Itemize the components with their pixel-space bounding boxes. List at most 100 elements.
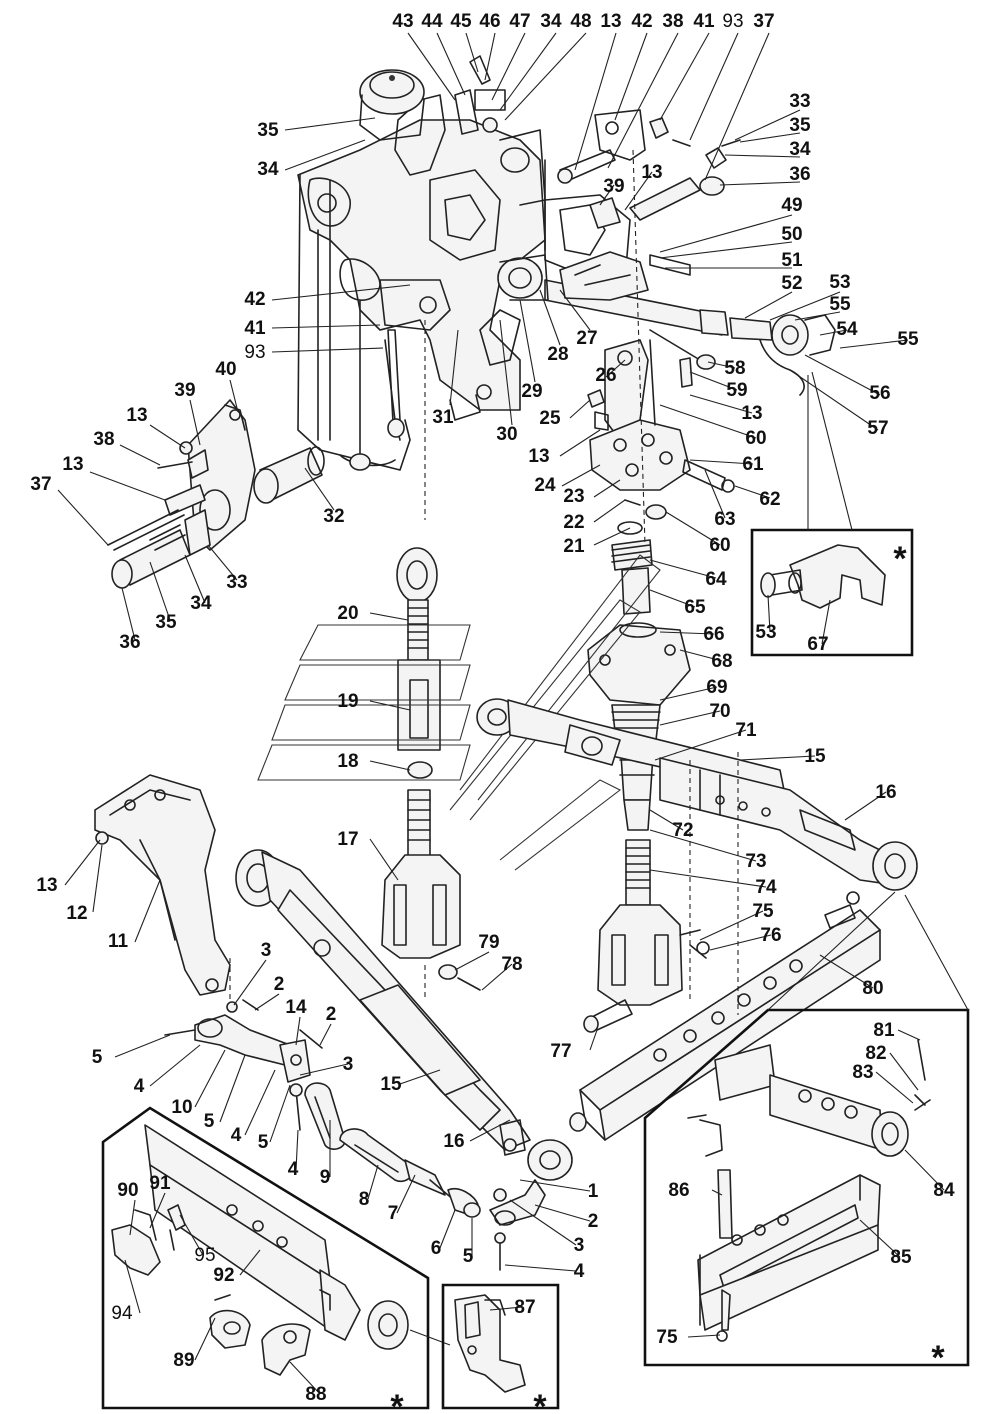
part-label-17: 17 <box>337 829 358 850</box>
part-label-8: 8 <box>359 1189 370 1210</box>
part-label-13: 13 <box>126 405 147 426</box>
part-label-34: 34 <box>540 11 562 32</box>
part-label-35: 35 <box>155 612 177 633</box>
part-label-36: 36 <box>119 632 140 653</box>
part-label-16: 16 <box>443 1131 464 1152</box>
cross-shaft <box>497 251 836 396</box>
part-label-49: 49 <box>781 195 802 216</box>
part-label-25: 25 <box>539 408 561 429</box>
part-label-6: 6 <box>431 1238 442 1259</box>
part-label-13: 13 <box>36 875 57 896</box>
part-label-93: 93 <box>722 11 743 32</box>
part-label-41: 41 <box>244 318 266 339</box>
part-label-69: 69 <box>706 677 727 698</box>
part-label-13: 13 <box>62 454 83 475</box>
part-label-56: 56 <box>869 383 890 404</box>
part-label-32: 32 <box>323 506 344 527</box>
leader-lines <box>57 32 945 1395</box>
part-label-52: 52 <box>781 273 802 294</box>
part-label-31: 31 <box>432 407 454 428</box>
inset-drawbar-swing <box>643 891 970 1367</box>
part-label-34: 34 <box>257 159 279 180</box>
part-label-72: 72 <box>672 820 693 841</box>
part-label-44: 44 <box>421 11 443 32</box>
part-label-64: 64 <box>705 569 727 590</box>
inset-quick-coupler <box>101 1106 451 1410</box>
part-label-41: 41 <box>693 11 715 32</box>
part-label-33: 33 <box>789 91 810 112</box>
top-link <box>381 547 481 991</box>
part-label-39: 39 <box>174 380 195 401</box>
part-label-3: 3 <box>343 1054 354 1075</box>
part-label-88: 88 <box>305 1384 326 1405</box>
inset-hook-lower <box>441 1283 560 1410</box>
part-label-39: 39 <box>603 176 624 197</box>
part-label-21: 21 <box>563 536 585 557</box>
part-label-93: 93 <box>244 342 265 363</box>
part-label-9: 9 <box>320 1167 331 1188</box>
part-label-5: 5 <box>204 1111 215 1132</box>
asterisk-marker: * <box>533 1388 547 1414</box>
part-label-77: 77 <box>550 1041 571 1062</box>
part-label-84: 84 <box>933 1180 955 1201</box>
part-label-42: 42 <box>244 289 265 310</box>
part-label-19: 19 <box>337 691 358 712</box>
part-label-46: 46 <box>479 11 500 32</box>
part-label-94: 94 <box>111 1303 133 1324</box>
part-label-5: 5 <box>258 1132 269 1153</box>
part-label-28: 28 <box>547 344 568 365</box>
part-label-75: 75 <box>656 1327 678 1348</box>
part-label-60: 60 <box>709 535 730 556</box>
part-label-53: 53 <box>829 272 850 293</box>
part-label-15: 15 <box>380 1074 402 1095</box>
part-label-26: 26 <box>595 365 616 386</box>
asterisk-marker: * <box>893 540 907 578</box>
ghost-plates <box>257 554 661 871</box>
part-label-13: 13 <box>741 403 762 424</box>
part-label-33: 33 <box>226 572 247 593</box>
part-label-4: 4 <box>231 1125 242 1146</box>
part-label-29: 29 <box>521 381 542 402</box>
part-label-4: 4 <box>574 1261 585 1282</box>
part-label-61: 61 <box>742 454 764 475</box>
part-label-13: 13 <box>641 162 662 183</box>
part-label-81: 81 <box>873 1020 895 1041</box>
part-label-73: 73 <box>745 851 766 872</box>
part-label-2: 2 <box>588 1211 599 1232</box>
part-label-4: 4 <box>288 1159 299 1180</box>
part-label-59: 59 <box>726 380 747 401</box>
part-label-45: 45 <box>450 11 472 32</box>
part-label-7: 7 <box>388 1203 399 1224</box>
part-label-85: 85 <box>890 1247 912 1268</box>
part-label-43: 43 <box>392 11 413 32</box>
inset-hook-upper <box>750 371 914 657</box>
part-label-92: 92 <box>213 1265 234 1286</box>
part-label-58: 58 <box>724 358 745 379</box>
left-bushings <box>107 399 325 589</box>
part-label-66: 66 <box>703 624 724 645</box>
part-label-4: 4 <box>134 1076 145 1097</box>
lift-housing <box>297 69 631 471</box>
top-fasteners <box>454 55 741 276</box>
part-label-14: 14 <box>285 997 307 1018</box>
asterisk-marker: * <box>390 1388 404 1414</box>
part-label-1: 1 <box>588 1181 599 1202</box>
part-label-13: 13 <box>528 446 549 467</box>
part-label-75: 75 <box>752 901 774 922</box>
assembly-dash-lines <box>229 149 739 1015</box>
part-label-95: 95 <box>194 1245 215 1266</box>
part-label-60: 60 <box>745 428 766 449</box>
part-label-5: 5 <box>463 1246 474 1267</box>
part-label-89: 89 <box>173 1350 194 1371</box>
part-label-35: 35 <box>257 120 279 141</box>
part-label-62: 62 <box>759 489 780 510</box>
part-label-13: 13 <box>600 11 621 32</box>
part-label-50: 50 <box>781 224 802 245</box>
part-label-87: 87 <box>514 1297 535 1318</box>
part-label-48: 48 <box>570 11 591 32</box>
part-label-63: 63 <box>714 509 735 530</box>
lower-link-left <box>235 849 573 1181</box>
part-label-10: 10 <box>171 1097 192 1118</box>
